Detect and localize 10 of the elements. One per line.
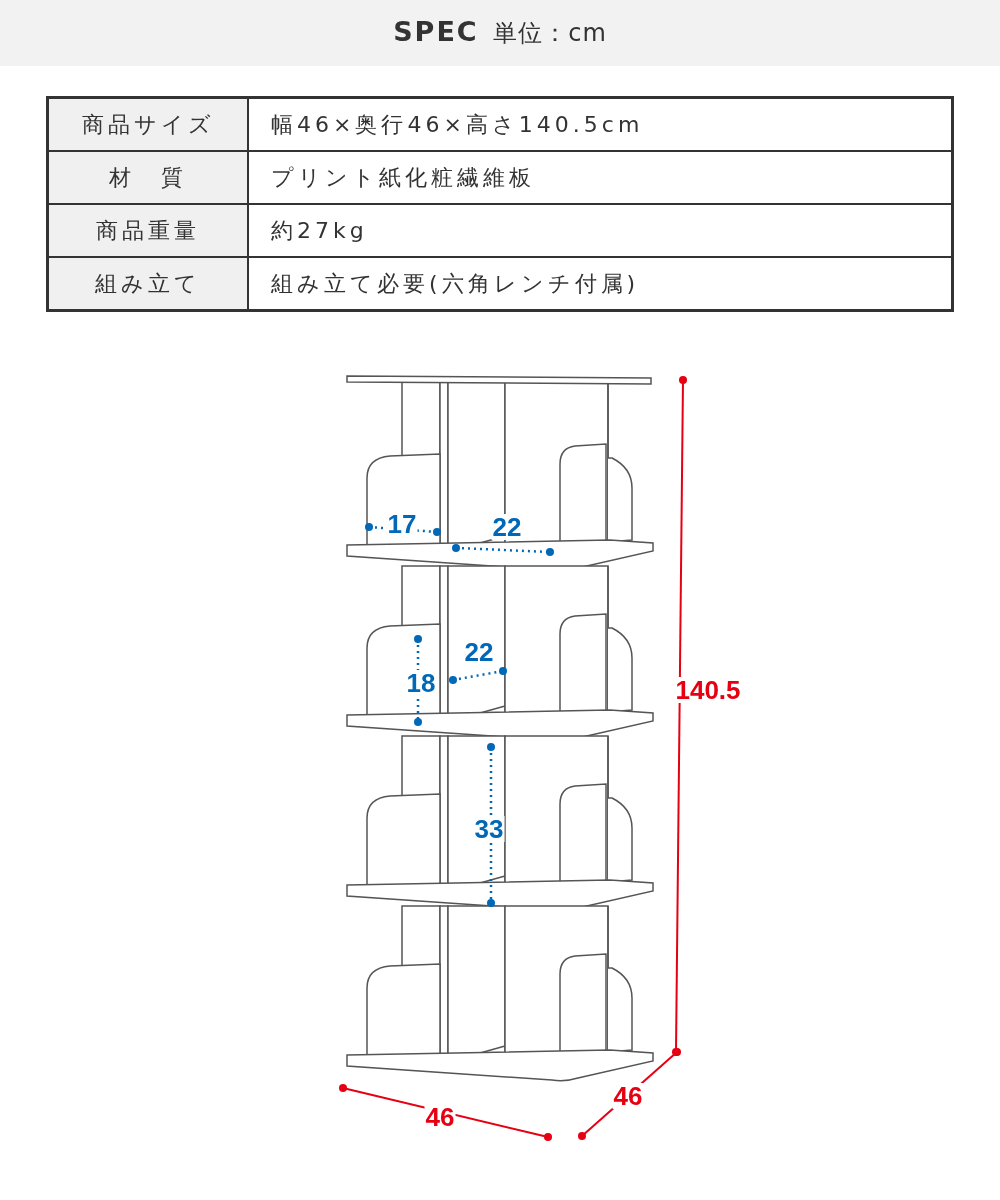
dimension-label: 18 xyxy=(405,670,437,696)
spec-header-cell: 商品サイズ xyxy=(47,97,248,151)
dimension-label: 46 xyxy=(612,1083,644,1109)
dimension-label: 33 xyxy=(473,816,505,842)
dimension-label: 22 xyxy=(491,514,523,540)
spec-header-cell: 材 質 xyxy=(47,151,248,204)
dimension-label: 140.5 xyxy=(674,677,742,703)
spec-header-cell: 組み立て xyxy=(47,257,248,311)
spec-title: SPEC 単位：cm xyxy=(392,16,608,49)
spec-header-cell: 商品重量 xyxy=(47,204,248,257)
